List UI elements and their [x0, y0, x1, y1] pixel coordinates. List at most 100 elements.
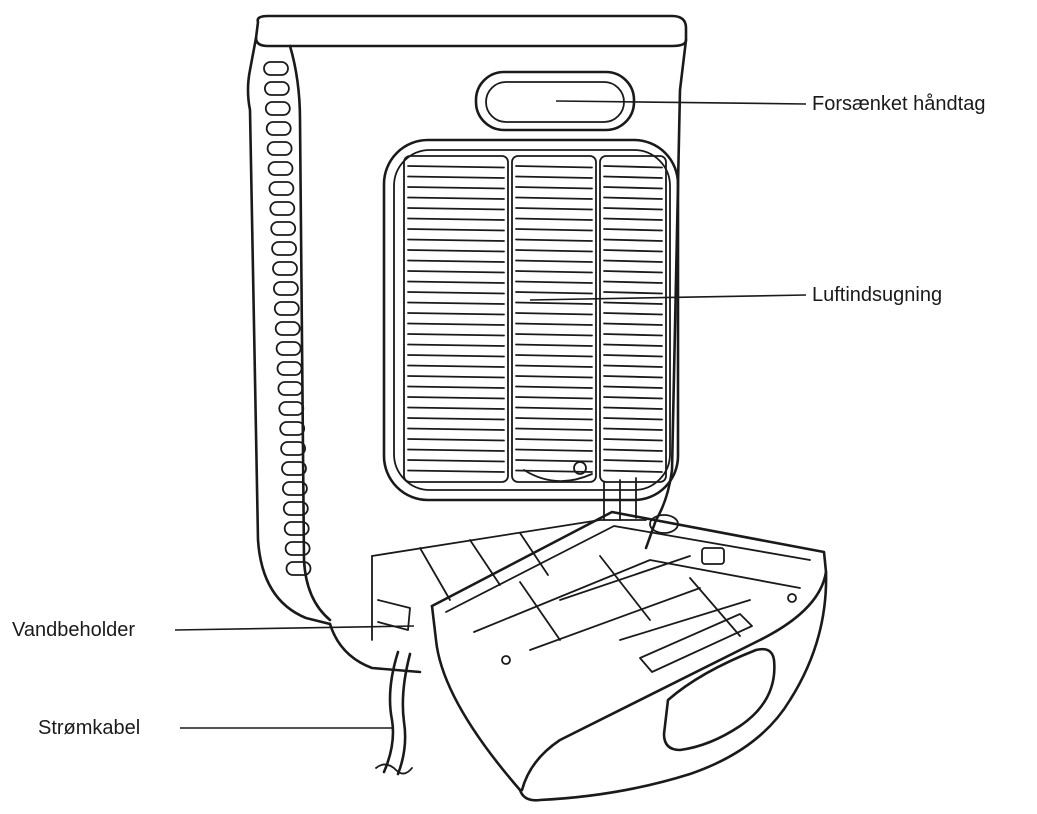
power-cable — [375, 650, 413, 776]
air-intake-grille — [382, 138, 680, 502]
grille-slat — [515, 270, 593, 274]
grille-slat — [407, 427, 505, 431]
label-air-intake: Luftindsugning — [812, 284, 943, 306]
side-vent-slot — [284, 541, 311, 556]
side-vent-slot — [267, 161, 294, 176]
grille-slat — [515, 196, 593, 200]
side-vent-slot — [265, 121, 292, 136]
grille-slat — [407, 343, 505, 347]
side-vent-slot — [263, 81, 290, 96]
grille-slat — [515, 249, 593, 253]
side-vent-slot — [268, 181, 295, 196]
grille-slat — [407, 322, 505, 326]
grille-slat — [407, 375, 505, 379]
grille-slat — [603, 259, 663, 263]
side-vent-slot — [264, 101, 291, 116]
grille-slat — [515, 364, 593, 368]
grille-slat — [515, 259, 593, 263]
grille-slat — [603, 186, 663, 190]
side-vent-slot — [281, 461, 307, 476]
grille-slat — [407, 301, 505, 305]
grille-slat — [603, 385, 663, 389]
grille-slat — [407, 459, 505, 463]
grille-slat — [407, 175, 505, 179]
grille-slat — [603, 217, 663, 221]
grille-slat — [603, 280, 663, 284]
side-vent-slot — [272, 281, 299, 296]
side-vent-slot — [263, 61, 289, 76]
grille-slats — [403, 155, 667, 483]
side-vent-slot — [270, 221, 297, 236]
grille-slat — [603, 427, 663, 431]
grille-slat — [603, 448, 663, 452]
tank-cavity — [371, 477, 647, 641]
grille-slat — [603, 175, 663, 179]
grille-slat — [515, 207, 593, 211]
grille-slat — [515, 280, 593, 284]
grille-slat — [603, 417, 663, 421]
grille-slat — [407, 217, 505, 221]
grille-slat — [515, 301, 593, 305]
grille-slat — [603, 469, 663, 473]
grille-slat — [407, 312, 505, 316]
grille-slat — [407, 228, 505, 232]
grille-slat — [515, 375, 593, 379]
grille-slat — [407, 291, 505, 295]
grille-slat — [515, 427, 593, 431]
leader-handle — [555, 100, 807, 105]
grille-slat — [603, 207, 663, 211]
side-vent-slot — [269, 201, 296, 216]
grille-slat — [407, 249, 505, 253]
side-vent-slots — [263, 61, 312, 576]
grille-slat — [603, 322, 663, 326]
grille-slat — [407, 406, 505, 410]
grille-slat — [515, 385, 593, 389]
label-recessed-handle: Forsænket håndtag — [812, 93, 986, 115]
side-vent-slot — [283, 521, 310, 536]
grille-slat — [515, 417, 593, 421]
water-tank — [430, 510, 828, 802]
side-vent-slot — [277, 381, 304, 396]
grille-slat — [603, 228, 663, 232]
grille-slat — [603, 438, 663, 442]
grille-slat — [515, 228, 593, 232]
grille-slat — [515, 448, 593, 452]
grille-slat — [407, 448, 505, 452]
side-vent-slot — [281, 481, 308, 496]
grille-slat — [515, 406, 593, 410]
grille-column — [511, 155, 597, 483]
grille-slat — [515, 322, 593, 326]
side-vent-slot — [266, 141, 293, 156]
side-vent-slot — [272, 261, 298, 276]
grille-slat — [603, 375, 663, 379]
grille-column — [599, 155, 667, 483]
grille-slat — [603, 291, 663, 295]
grille-slat — [407, 385, 505, 389]
grille-slat — [515, 333, 593, 337]
grille-slat — [603, 270, 663, 274]
side-vent-slot — [276, 361, 303, 376]
grille-slat — [407, 238, 505, 242]
grille-slat — [407, 270, 505, 274]
grille-slat — [603, 312, 663, 316]
side-vent-slot — [285, 561, 312, 576]
side-vent-slot — [274, 321, 301, 336]
grille-slat — [407, 280, 505, 284]
grille-slat — [407, 396, 505, 400]
leader-air-intake — [529, 294, 807, 301]
grille-slat — [603, 301, 663, 305]
grille-slat — [515, 438, 593, 442]
grille-slat — [603, 333, 663, 337]
grille-slat — [515, 238, 593, 242]
grille-slat — [603, 406, 663, 410]
grille-slat — [407, 165, 505, 169]
grille-slat — [407, 364, 505, 368]
leader-water-tank — [174, 625, 415, 631]
grille-slat — [515, 217, 593, 221]
side-vent-slot — [273, 301, 300, 316]
grille-slat — [407, 207, 505, 211]
grille-slat — [603, 238, 663, 242]
grille-column — [403, 155, 509, 483]
grille-slat — [603, 165, 663, 169]
grille-slat — [407, 196, 505, 200]
